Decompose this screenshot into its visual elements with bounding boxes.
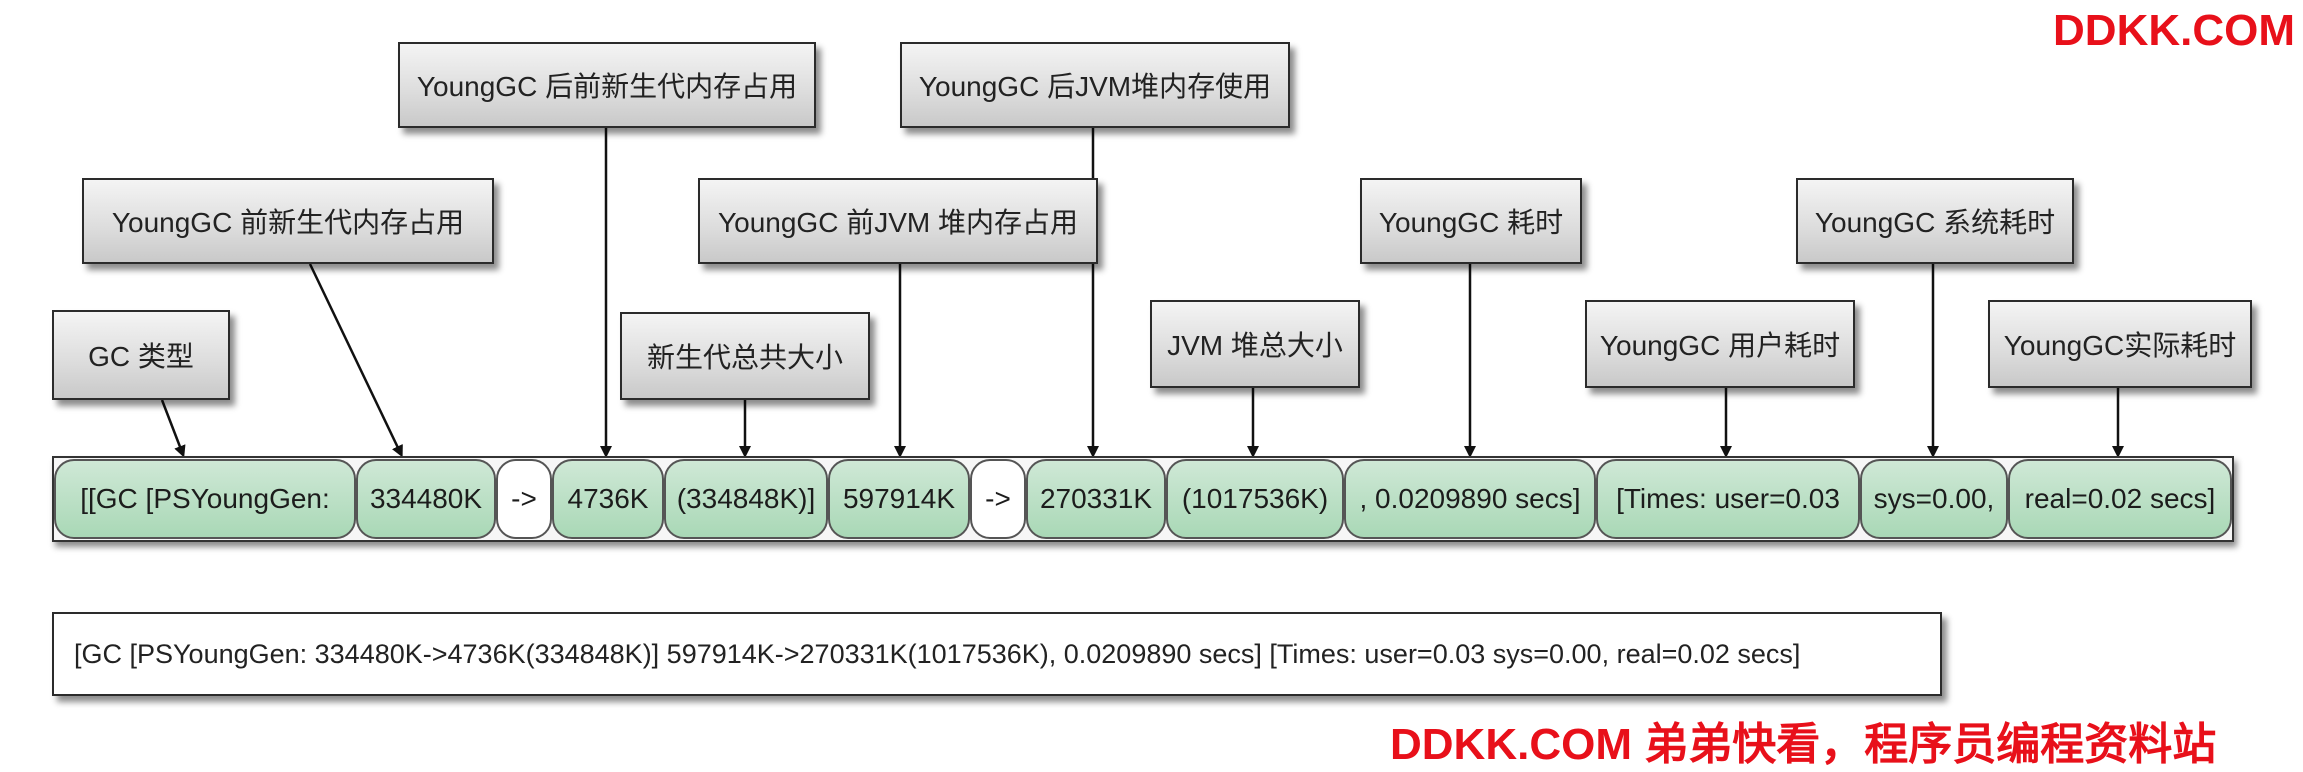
segment-newgen-after: 4736K [552, 459, 664, 539]
segment-real-time: real=0.02 secs] [2008, 459, 2232, 539]
label-young-sys: YoungGC 系统耗时 [1796, 178, 2074, 264]
segment-user-time: [Times: user=0.03 [1596, 459, 1860, 539]
segment-sys-time: sys=0.00, [1860, 459, 2008, 539]
watermark-top: DDKK.COM [2053, 6, 2295, 55]
segment-heap-before: 597914K [828, 459, 970, 539]
watermark-bottom: DDKK.COM 弟弟快看，程序员编程资料站 [1390, 720, 2217, 769]
label-young-before-newgen: YoungGC 前新生代内存占用 [82, 178, 494, 264]
label-young-user: YoungGC 用户耗时 [1585, 300, 1855, 388]
label-young-after-newgen: YoungGC 后前新生代内存占用 [398, 42, 816, 128]
arrow-young-before-newgen [308, 263, 403, 458]
segment-arrow-2: -> [970, 459, 1026, 539]
segment-newgen-before: 334480K [356, 459, 496, 539]
label-newgen-total: 新生代总共大小 [620, 312, 870, 400]
label-young-after-jvm: YoungGC 后JVM堆内存使用 [900, 42, 1290, 128]
label-jvm-total: JVM 堆总大小 [1150, 300, 1360, 388]
arrow-gc-type [160, 399, 186, 458]
label-young-time: YoungGC 耗时 [1360, 178, 1582, 264]
full-log-line: [GC [PSYoungGen: 334480K->4736K(334848K)… [52, 612, 1942, 696]
segment-heap-after: 270331K [1026, 459, 1166, 539]
segment-arrow-1: -> [496, 459, 552, 539]
label-young-real: YoungGC实际耗时 [1988, 300, 2252, 388]
segment-gc-prefix: [[GC [PSYoungGen: [54, 459, 356, 539]
label-young-before-jvm: YoungGC 前JVM 堆内存占用 [698, 178, 1098, 264]
segment-gc-time: , 0.0209890 secs] [1344, 459, 1596, 539]
segment-heap-total: (1017536K) [1166, 459, 1344, 539]
label-gc-type: GC 类型 [52, 310, 230, 400]
segment-newgen-total: (334848K)] [664, 459, 828, 539]
